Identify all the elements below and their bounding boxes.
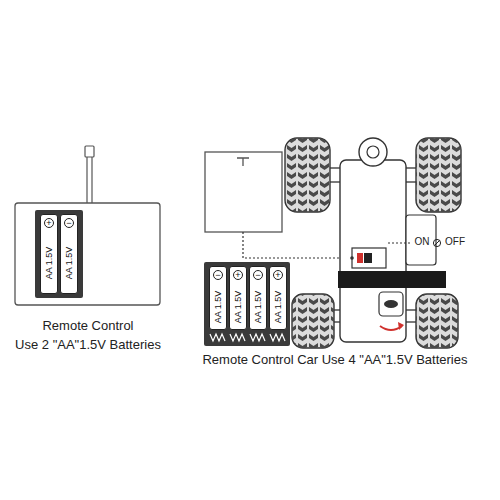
battery: − AA 1.5V <box>249 266 267 330</box>
polarity-symbol: + <box>273 270 283 280</box>
wheel <box>416 294 458 348</box>
battery-label: AA 1.5V <box>273 290 283 323</box>
car-head-eye <box>367 146 379 158</box>
battery: + AA 1.5V <box>269 266 287 330</box>
battery: − AA 1.5V <box>60 214 78 294</box>
polarity-symbol: − <box>213 270 223 280</box>
on-off-slash <box>435 241 440 246</box>
cover-plate <box>205 152 282 232</box>
switch-indicator <box>357 253 363 263</box>
caption-text: Remote Control <box>42 318 133 334</box>
power-switch <box>352 248 386 268</box>
leader-line <box>243 232 352 258</box>
on-off-symbol <box>433 239 440 246</box>
wheel-tread <box>416 294 458 348</box>
caption-text: Use 2 "AA"1.5V Batteries <box>15 337 161 353</box>
battery-label: AA 1.5V <box>64 246 74 279</box>
switch-slider <box>364 253 372 263</box>
car-battery-compartment <box>204 262 290 346</box>
remote-body <box>15 203 160 305</box>
turn-arrow-head <box>398 322 404 330</box>
wheel <box>292 294 334 348</box>
switch-label: ON <box>415 236 430 248</box>
battery-compartment <box>35 210 83 298</box>
battery: − AA 1.5V <box>209 266 227 330</box>
wheel <box>285 138 330 212</box>
battery-door-band <box>338 271 446 288</box>
battery-label: AA 1.5V <box>44 246 54 279</box>
battery-label: AA 1.5V <box>253 290 263 323</box>
antenna <box>87 152 92 204</box>
battery-label: AA 1.5V <box>233 290 243 323</box>
battery-springs <box>210 334 285 341</box>
switch-label: OFF <box>445 236 465 248</box>
knob-grip <box>384 300 398 308</box>
cover-latch <box>237 158 249 166</box>
car-chassis <box>340 160 406 342</box>
steering-knob <box>379 292 403 316</box>
polarity-symbol: − <box>253 270 263 280</box>
antenna-tip <box>85 146 94 157</box>
battery-label: AA 1.5V <box>213 290 223 323</box>
polarity-symbol: + <box>44 218 54 228</box>
car-head <box>359 138 387 166</box>
rc-car <box>285 138 461 348</box>
wheel-tread <box>292 294 334 348</box>
wheel <box>416 138 461 212</box>
wheel-tread <box>416 138 461 212</box>
battery: + AA 1.5V <box>229 266 247 330</box>
leader-dot <box>350 256 354 260</box>
battery-compartment <box>204 262 290 346</box>
caption-text: Remote Control Car Use 4 "AA"1.5V Batter… <box>202 352 467 368</box>
polarity-symbol: + <box>233 270 243 280</box>
switch-leader <box>388 243 411 244</box>
wheel-tread <box>285 138 330 212</box>
side-panel <box>406 215 436 265</box>
polarity-symbol: − <box>64 218 74 228</box>
battery: + AA 1.5V <box>40 214 58 294</box>
remote-control <box>15 146 160 305</box>
